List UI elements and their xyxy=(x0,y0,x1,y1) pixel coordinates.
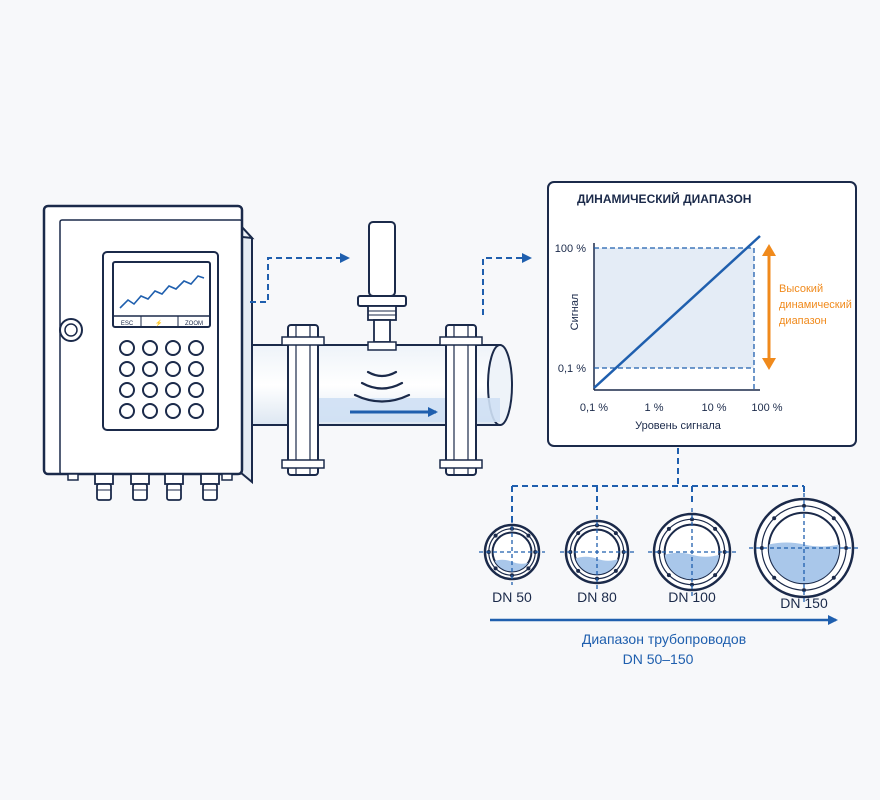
cable-gland-body xyxy=(166,483,182,501)
keypad-key[interactable] xyxy=(188,403,204,419)
pipe-size-label: DN 50 xyxy=(492,589,532,605)
pipe-size-label: DN 80 xyxy=(577,589,617,605)
pipe-bolt xyxy=(493,566,498,571)
pipe-bolt xyxy=(613,568,618,573)
cable-glands xyxy=(94,473,220,501)
pipe-bolt xyxy=(802,588,806,593)
cable-gland-body xyxy=(202,483,218,501)
keypad-key[interactable] xyxy=(165,382,181,398)
pipe-section: DN 100 xyxy=(648,508,736,605)
cable-gland-body xyxy=(132,483,148,501)
keypad xyxy=(119,340,204,419)
pipe-bolt xyxy=(713,573,718,578)
pipe-bolt xyxy=(772,516,777,521)
pipe-bolt xyxy=(666,526,671,531)
keypad-key[interactable] xyxy=(165,361,181,377)
pipe-water-level xyxy=(492,559,532,572)
controller-cabinet: ESC ⚡ ZOOM xyxy=(42,204,255,501)
keypad-key[interactable] xyxy=(119,361,135,377)
zoom-button[interactable]: ZOOM xyxy=(185,321,203,327)
cable-gland-nut xyxy=(164,473,184,485)
pipe-size-label: DN 100 xyxy=(668,589,716,605)
pipe-bolt xyxy=(526,533,531,538)
pipe-cross-sections: DN 50 DN 80 DN 100 DN 150 xyxy=(479,493,859,611)
pipe-bolt xyxy=(493,533,498,538)
keypad-key[interactable] xyxy=(142,361,158,377)
pipe-bolt xyxy=(802,503,806,508)
y-tick-bottom: 0,1 % xyxy=(558,363,586,375)
pipe-bolt xyxy=(690,582,694,587)
pipe-water-level xyxy=(768,542,840,584)
right-flange xyxy=(439,324,483,476)
range-area xyxy=(594,248,754,368)
keypad-key[interactable] xyxy=(188,340,204,356)
pipe-bolt xyxy=(613,531,618,536)
pipe-range-caption-1: Диапазон трубопроводов xyxy=(582,631,746,647)
pipe-section: DN 50 xyxy=(479,519,545,605)
annotation-line-3: диапазон xyxy=(779,315,827,327)
cable-gland-nut xyxy=(130,473,150,485)
x-tick-0: 0,1 % xyxy=(580,402,608,414)
pipe-bolt xyxy=(666,573,671,578)
pipe-bolt xyxy=(657,550,662,554)
series-line xyxy=(593,235,761,389)
keypad-key[interactable] xyxy=(188,361,204,377)
pipe-bolt xyxy=(690,517,694,522)
cable-gland-body xyxy=(96,483,112,501)
cable-gland-nut xyxy=(94,473,114,485)
keypad-key[interactable] xyxy=(142,382,158,398)
range-arrow xyxy=(762,244,776,370)
keypad-key[interactable] xyxy=(188,382,204,398)
ultrasonic-waves xyxy=(353,370,411,403)
left-flange xyxy=(281,324,325,476)
keypad-key[interactable] xyxy=(142,340,158,356)
keypad-key[interactable] xyxy=(165,403,181,419)
pipe-section: DN 150 xyxy=(749,493,859,611)
chart-title: ДИНАМИЧЕСКИЙ ДИАПАЗОН xyxy=(577,191,751,206)
cable-gland-nut xyxy=(200,473,220,485)
x-tick-2: 10 % xyxy=(701,402,726,414)
pipe-bolt xyxy=(722,550,727,554)
pipe-bolt xyxy=(831,575,836,580)
pipe-bolt xyxy=(759,546,764,550)
x-tick-1: 1 % xyxy=(645,402,664,414)
pipe-bolt xyxy=(772,575,777,580)
esc-button[interactable]: ESC xyxy=(121,321,134,327)
y-axis-label: Сигнал xyxy=(569,294,581,331)
keypad-key[interactable] xyxy=(119,382,135,398)
keypad-key[interactable] xyxy=(119,340,135,356)
dynamic-range-chart: ДИНАМИЧЕСКИЙ ДИАПАЗОН 100 % 0,1 % Сигнал… xyxy=(547,181,857,447)
ultrasonic-sensor xyxy=(357,221,407,351)
keypad-key[interactable] xyxy=(119,403,135,419)
pipe-range-caption-2: DN 50–150 xyxy=(623,651,694,667)
pipe-assembly xyxy=(251,221,513,476)
x-axis-label: Уровень сигнала xyxy=(635,420,722,432)
x-tick-3: 100 % xyxy=(751,402,782,414)
annotation-line-2: динамический xyxy=(779,299,852,311)
pipe-bolt xyxy=(526,566,531,571)
pipe-size-label: DN 150 xyxy=(780,595,828,611)
pipe-bolt xyxy=(576,531,581,536)
pipe-bolt xyxy=(831,516,836,521)
pipe-distribution-lines xyxy=(511,448,805,522)
pipe-bolt xyxy=(713,526,718,531)
range-annotation: Высокий динамический диапазон xyxy=(779,283,855,327)
lock-icon xyxy=(59,318,83,342)
y-tick-top: 100 % xyxy=(555,243,586,255)
connector-lines xyxy=(250,253,532,315)
trend-graph xyxy=(119,275,205,309)
pipe-section: DN 80 xyxy=(560,515,634,605)
keypad-key[interactable] xyxy=(165,340,181,356)
keypad-key[interactable] xyxy=(142,403,158,419)
controller-screen: ESC ⚡ ZOOM xyxy=(112,261,211,328)
power-button[interactable]: ⚡ xyxy=(155,319,162,327)
pipe-bolt xyxy=(844,546,849,550)
pipe-bolt xyxy=(576,568,581,573)
annotation-line-1: Высокий xyxy=(779,283,823,295)
